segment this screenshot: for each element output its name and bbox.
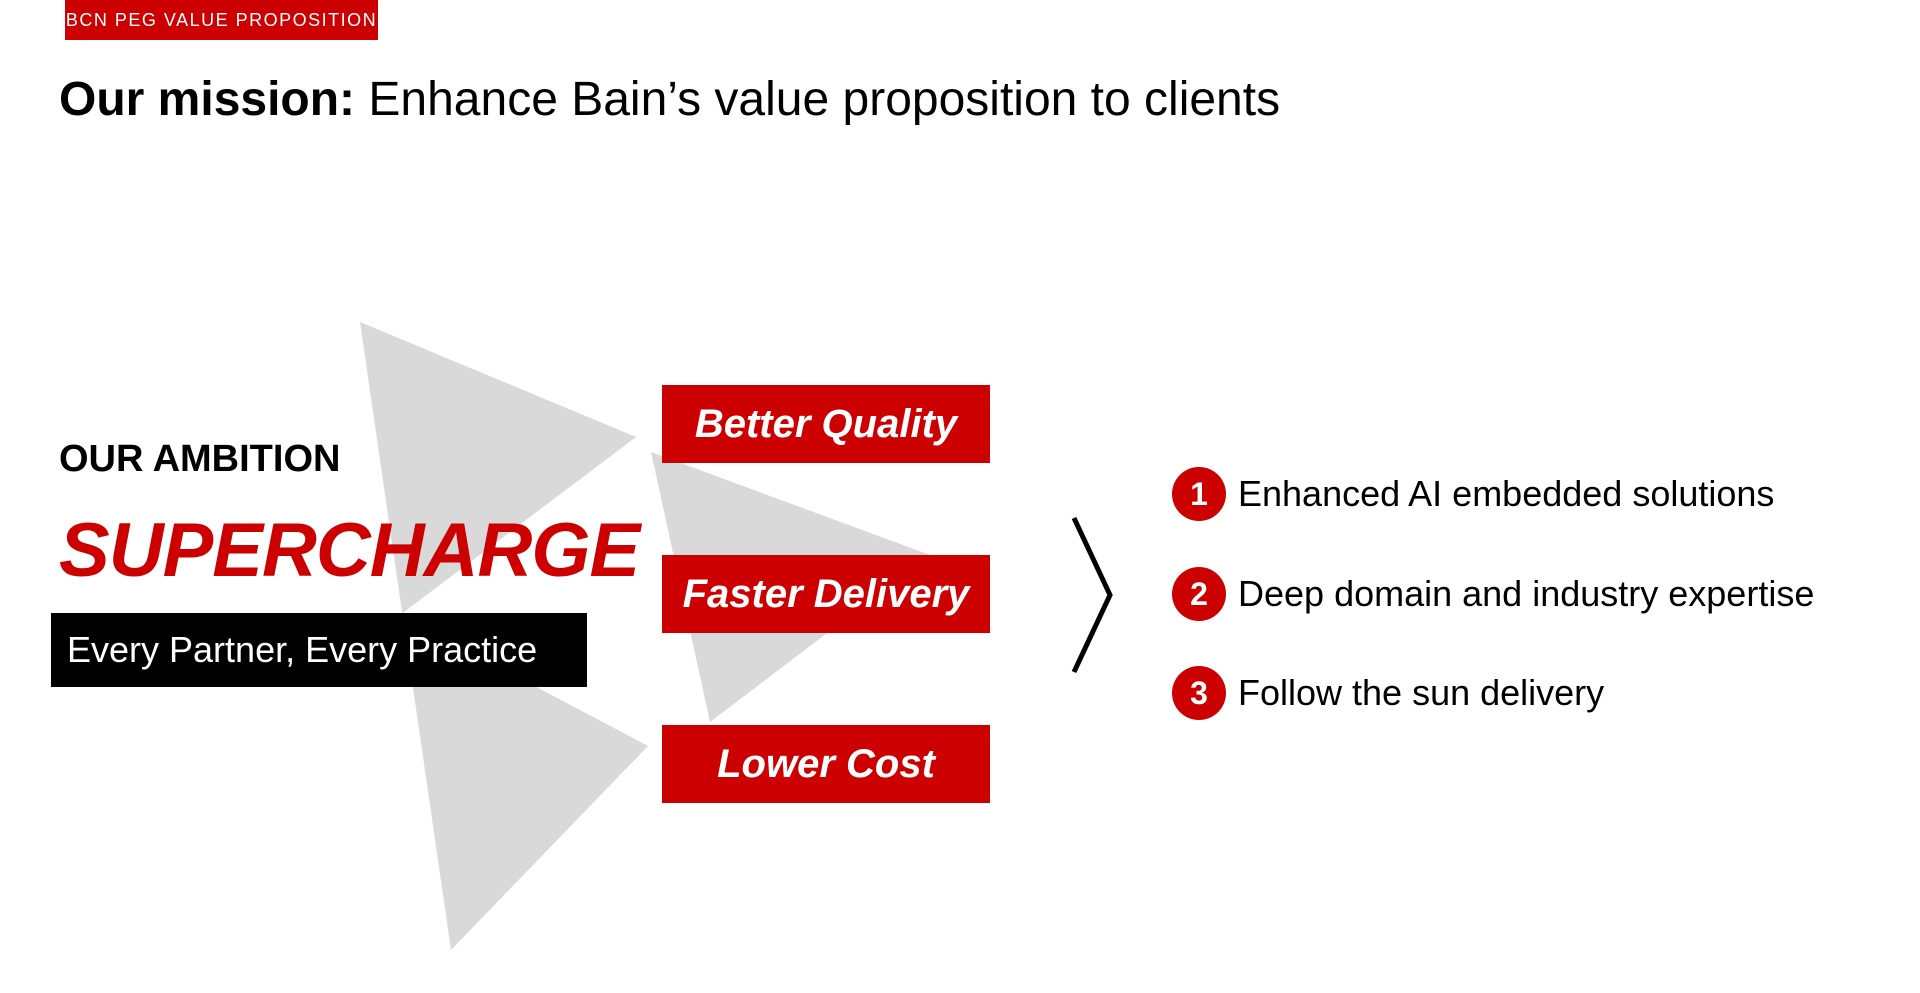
pillar-item: 1 Enhanced AI embedded solutions xyxy=(1172,466,1774,522)
benefit-better-quality: Better Quality xyxy=(662,385,990,463)
number-badge: 2 xyxy=(1172,567,1226,621)
pillar-item: 2 Deep domain and industry expertise xyxy=(1172,566,1814,622)
number-badge: 3 xyxy=(1172,666,1226,720)
page-title-bold: Our mission: xyxy=(59,73,356,126)
number-badge: 1 xyxy=(1172,467,1226,521)
pillar-text: Follow the sun delivery xyxy=(1238,672,1605,713)
pillar-item: 3 Follow the sun delivery xyxy=(1172,665,1604,721)
page-title-rest: Enhance Bain’s value proposition to clie… xyxy=(368,73,1281,126)
triangle-back xyxy=(360,322,648,950)
pillar-text: Deep domain and industry expertise xyxy=(1238,573,1815,614)
pillar-text: Enhanced AI embedded solutions xyxy=(1238,473,1775,514)
chevron-right-icon xyxy=(1071,516,1113,674)
section-tag: BCN PEG VALUE PROPOSITION xyxy=(65,0,378,40)
ambition-label: OUR AMBITION xyxy=(59,438,341,480)
benefit-faster-delivery: Faster Delivery xyxy=(662,555,990,633)
page-title: Our mission: Enhance Bain’s value propos… xyxy=(59,70,1280,130)
ambition-subtitle: Every Partner, Every Practice xyxy=(51,613,587,687)
ambition-title: SUPERCHARGE xyxy=(59,508,640,593)
benefit-lower-cost: Lower Cost xyxy=(662,725,990,803)
